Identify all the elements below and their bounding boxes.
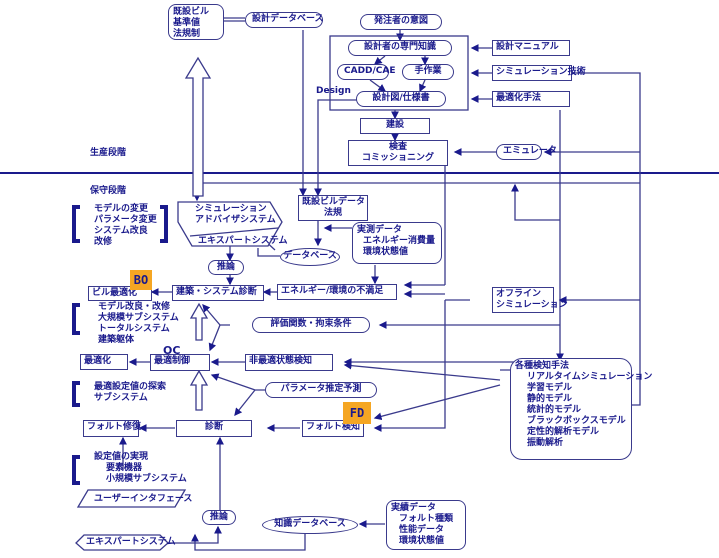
node-line: 実績データ	[391, 503, 437, 513]
list-item: トータルシステム	[98, 324, 170, 334]
param-est-node[interactable]: パラメータ推定予測	[265, 382, 377, 398]
list-item: 大規模サブシステム	[98, 313, 179, 323]
manual-work-node[interactable]: 手作業	[402, 64, 454, 80]
nonopt-detect-node[interactable]: 非最適状態検知	[245, 354, 333, 371]
node-line: エネルギー消費量	[363, 236, 436, 246]
model-improve-list: モデル改良・改修 大規模サブシステム トータルシステム 建築躯体	[98, 302, 179, 346]
node-line: 環境状態値	[399, 536, 445, 546]
knowledge-db-node[interactable]: 知識データベース	[262, 516, 358, 534]
design-manual-node[interactable]: 設計マニュアル	[492, 40, 570, 56]
node-line: 基準値	[173, 18, 201, 28]
right-bracket	[160, 205, 168, 243]
bldg-data-node[interactable]: 既設ビルデータ 法規	[298, 195, 368, 221]
node-line: オフライン	[496, 289, 542, 299]
client-intent-node[interactable]: 発注者の意図	[360, 14, 442, 30]
list-item: ブラックボックスモデル	[527, 416, 626, 426]
existing-bldg-node[interactable]: 既設ビル 基準値 法規制	[168, 4, 224, 40]
design-db-node[interactable]: 設計データベース	[245, 12, 324, 28]
node-line: 環境状態値	[363, 247, 409, 257]
left-bracket	[72, 205, 80, 243]
database-node[interactable]: データベース	[280, 248, 340, 266]
sim-tech-node[interactable]: シミュレーション技術	[492, 65, 586, 81]
phase-production-label: 生産段階	[90, 148, 127, 158]
node-line: 法規制	[173, 29, 201, 39]
opt-search-list: 最適設定値の探索 サブシステム	[94, 382, 166, 404]
list-item: サブシステム	[94, 393, 148, 403]
node-line: 実測データ	[357, 225, 403, 235]
oc-tag: OC	[163, 344, 181, 357]
expert-system-node[interactable]: エキスパートシステム	[198, 236, 288, 246]
node-line: 既設ビル	[173, 7, 210, 17]
list-item: 最適設定値の探索	[94, 382, 167, 392]
node-line: アドバイザシステム	[195, 215, 276, 225]
list-item: 静的モデル	[527, 394, 573, 404]
eval-func-node[interactable]: 評価関数・拘束条件	[252, 317, 370, 333]
measured-data-node[interactable]: 実測データ エネルギー消費量 環境状態値	[352, 222, 442, 264]
list-item: 要素機器	[106, 463, 143, 473]
fault-detect-node[interactable]: フォルト検知	[302, 420, 364, 437]
expert-system2-node[interactable]: エキスパートシステム	[86, 537, 176, 547]
setpoint-list: 設定値の実現 要素機器 小規模サブシステム	[94, 452, 187, 485]
node-line: シミュレーション	[496, 300, 568, 310]
left-bracket	[72, 303, 80, 335]
left-bracket	[72, 381, 80, 407]
offline-sim-node[interactable]: オフライン シミュレーション	[492, 287, 568, 313]
optimization-node[interactable]: 最適化	[80, 354, 128, 370]
inference2-node[interactable]: 推論	[202, 510, 236, 525]
list-item: 建築躯体	[98, 335, 135, 345]
list-item: パラメータ変更	[94, 215, 157, 225]
list-item: 振動解析	[527, 438, 564, 448]
left-bracket	[72, 455, 80, 485]
bo-tag: BO	[130, 270, 152, 290]
list-item: 定性的解析モデル	[527, 427, 600, 437]
node-line: フォルト種類	[399, 514, 454, 524]
user-interface-node[interactable]: ユーザーインタフェース	[94, 494, 193, 504]
list-item: 統計的モデル	[527, 405, 582, 415]
drawings-node[interactable]: 設計図/仕様書	[356, 91, 446, 107]
opt-method-node[interactable]: 最適化手法	[492, 91, 570, 107]
design-label: Design	[316, 86, 351, 96]
node-line: コミッショニング	[361, 153, 434, 163]
list-item: 各種検知手法	[515, 361, 570, 371]
list-item: 改修	[94, 237, 113, 247]
construction-node[interactable]: 建設	[360, 118, 430, 134]
measured2-node[interactable]: 実績データ フォルト種類 性能データ 環境状態値	[386, 500, 466, 550]
opt-control-node[interactable]: 最適制御	[150, 354, 210, 371]
energy-dissat-node[interactable]: エネルギー/環境の不満足	[277, 284, 397, 300]
diagnosis-node[interactable]: 診断	[176, 420, 252, 437]
list-item: 学習モデル	[527, 383, 573, 393]
phase-maintenance-label: 保守段階	[90, 186, 127, 196]
node-line: 検査	[388, 142, 407, 152]
node-line: 性能データ	[399, 525, 445, 535]
list-item: リアルタイムシミュレーション	[527, 372, 653, 382]
node-line: シミュレーション	[195, 204, 267, 214]
detect-methods-node[interactable]: 各種検知手法 リアルタイムシミュレーション 学習モデル 静的モデル 統計的モデル…	[510, 358, 653, 460]
arch-diag-node[interactable]: 建築・システム診断	[172, 285, 264, 301]
designer-knowledge-node[interactable]: 設計者の専門知識	[348, 40, 452, 56]
fault-repair-node[interactable]: フォルト修復	[83, 420, 141, 437]
list-item: システム改良	[94, 226, 148, 236]
sim-advisor-node[interactable]: シミュレーション アドバイザシステム	[195, 204, 276, 226]
node-line: 法規	[323, 208, 342, 218]
emulator-node[interactable]: エミュレータ	[496, 144, 557, 160]
changes-list: モデルの変更 パラメータ変更 システム改良 改修	[94, 204, 157, 248]
list-item: 小規模サブシステム	[106, 474, 187, 484]
cadd-node[interactable]: CADD/CAE	[337, 64, 396, 80]
list-item: モデル改良・改修	[98, 302, 171, 312]
fd-tag: FD	[343, 402, 371, 424]
list-item: モデルの変更	[94, 204, 149, 214]
list-item: 設定値の実現	[94, 452, 149, 462]
node-line: 既設ビルデータ	[302, 197, 366, 207]
inference-node[interactable]: 推論	[208, 260, 244, 275]
inspection-node[interactable]: 検査 コミッショニング	[348, 140, 448, 166]
